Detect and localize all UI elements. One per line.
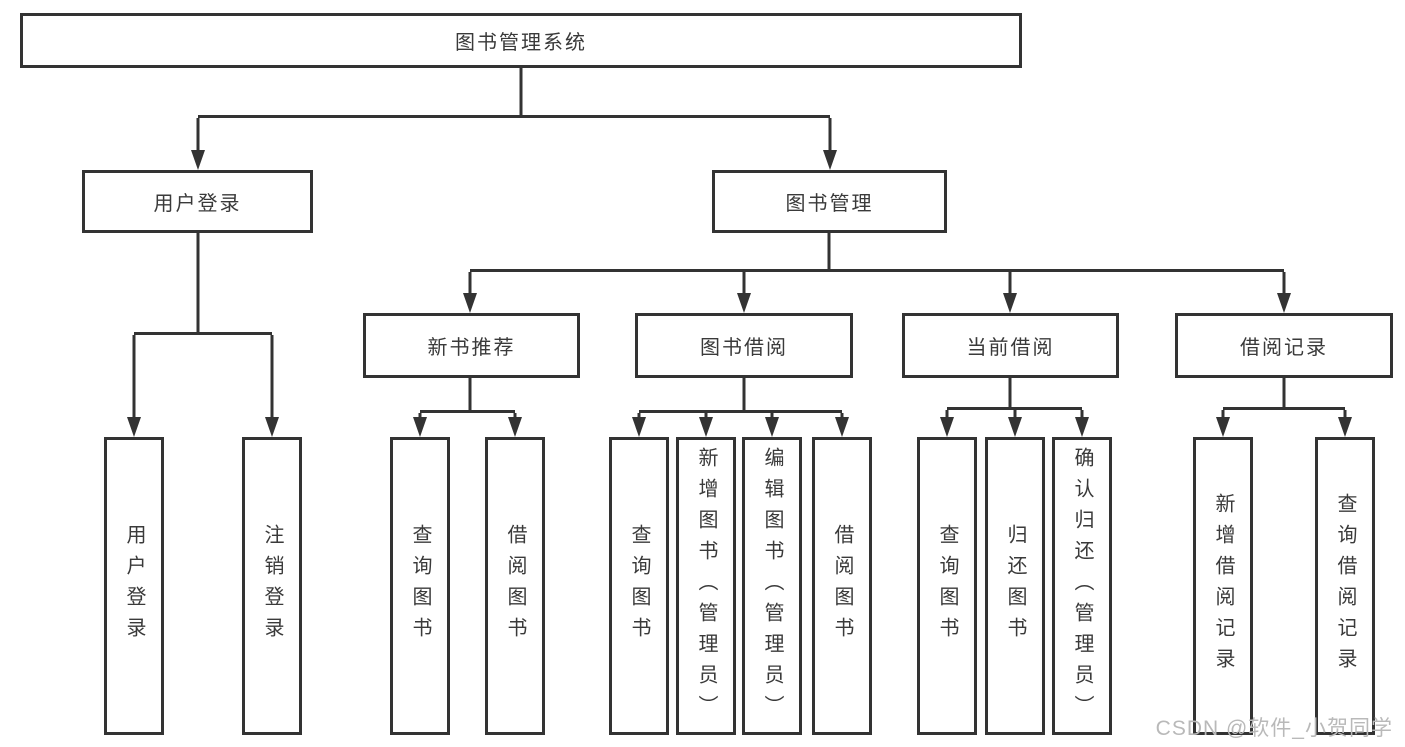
leaf-borrow-add-books-admin-label: 新增图书（管理员） (695, 446, 717, 726)
leaf-borrow-add-books-admin: 新增图书（管理员） (676, 437, 736, 735)
node-user-login-label: 用户登录 (153, 193, 242, 215)
leaf-borrow-query-books-label: 查询图书 (628, 524, 650, 648)
node-new-book-recommend: 新书推荐 (363, 313, 580, 378)
leaf-logout-label: 注销登录 (261, 524, 283, 648)
node-book-borrow: 图书借阅 (635, 313, 853, 378)
leaf-current-confirm-return-admin-label: 确认归还（管理员） (1071, 446, 1093, 726)
leaf-current-query-books: 查询图书 (917, 437, 977, 735)
node-current-borrow-label: 当前借阅 (966, 337, 1055, 359)
leaf-current-confirm-return-admin: 确认归还（管理员） (1052, 437, 1112, 735)
leaf-borrow-borrow-books-label: 借阅图书 (831, 524, 853, 648)
leaf-newbooks-query-books: 查询图书 (390, 437, 450, 735)
node-new-book-recommend-label: 新书推荐 (427, 337, 516, 359)
node-borrow-records: 借阅记录 (1175, 313, 1393, 378)
leaf-records-query-record-label: 查询借阅记录 (1334, 493, 1356, 679)
leaf-current-return-books: 归还图书 (985, 437, 1045, 735)
leaf-user-login: 用户登录 (104, 437, 164, 735)
node-borrow-records-label: 借阅记录 (1240, 337, 1328, 359)
node-book-borrow-label: 图书借阅 (700, 337, 788, 359)
leaf-user-login-label: 用户登录 (123, 524, 145, 648)
node-book-management: 图书管理 (712, 170, 947, 233)
leaf-newbooks-borrow-books-label: 借阅图书 (504, 524, 526, 648)
leaf-records-query-record: 查询借阅记录 (1315, 437, 1375, 735)
node-book-management-label: 图书管理 (785, 193, 874, 215)
leaf-records-add-record: 新增借阅记录 (1193, 437, 1253, 735)
node-current-borrow: 当前借阅 (902, 313, 1119, 378)
leaf-newbooks-borrow-books: 借阅图书 (485, 437, 545, 735)
leaf-borrow-borrow-books: 借阅图书 (812, 437, 872, 735)
node-user-login: 用户登录 (82, 170, 313, 233)
leaf-newbooks-query-books-label: 查询图书 (409, 524, 431, 648)
node-root: 图书管理系统 (20, 13, 1022, 68)
leaf-current-query-books-label: 查询图书 (936, 524, 958, 648)
node-root-label: 图书管理系统 (455, 32, 587, 54)
leaf-borrow-edit-books-admin: 编辑图书（管理员） (742, 437, 802, 735)
arrowheads (127, 150, 1352, 437)
leaf-records-add-record-label: 新增借阅记录 (1212, 493, 1234, 679)
csdn-watermark: CSDN @软件_小贺同学 (1155, 717, 1393, 740)
leaf-current-return-books-label: 归还图书 (1004, 524, 1026, 648)
leaf-borrow-query-books: 查询图书 (609, 437, 669, 735)
leaf-logout: 注销登录 (242, 437, 302, 735)
leaf-borrow-edit-books-admin-label: 编辑图书（管理员） (761, 446, 783, 726)
